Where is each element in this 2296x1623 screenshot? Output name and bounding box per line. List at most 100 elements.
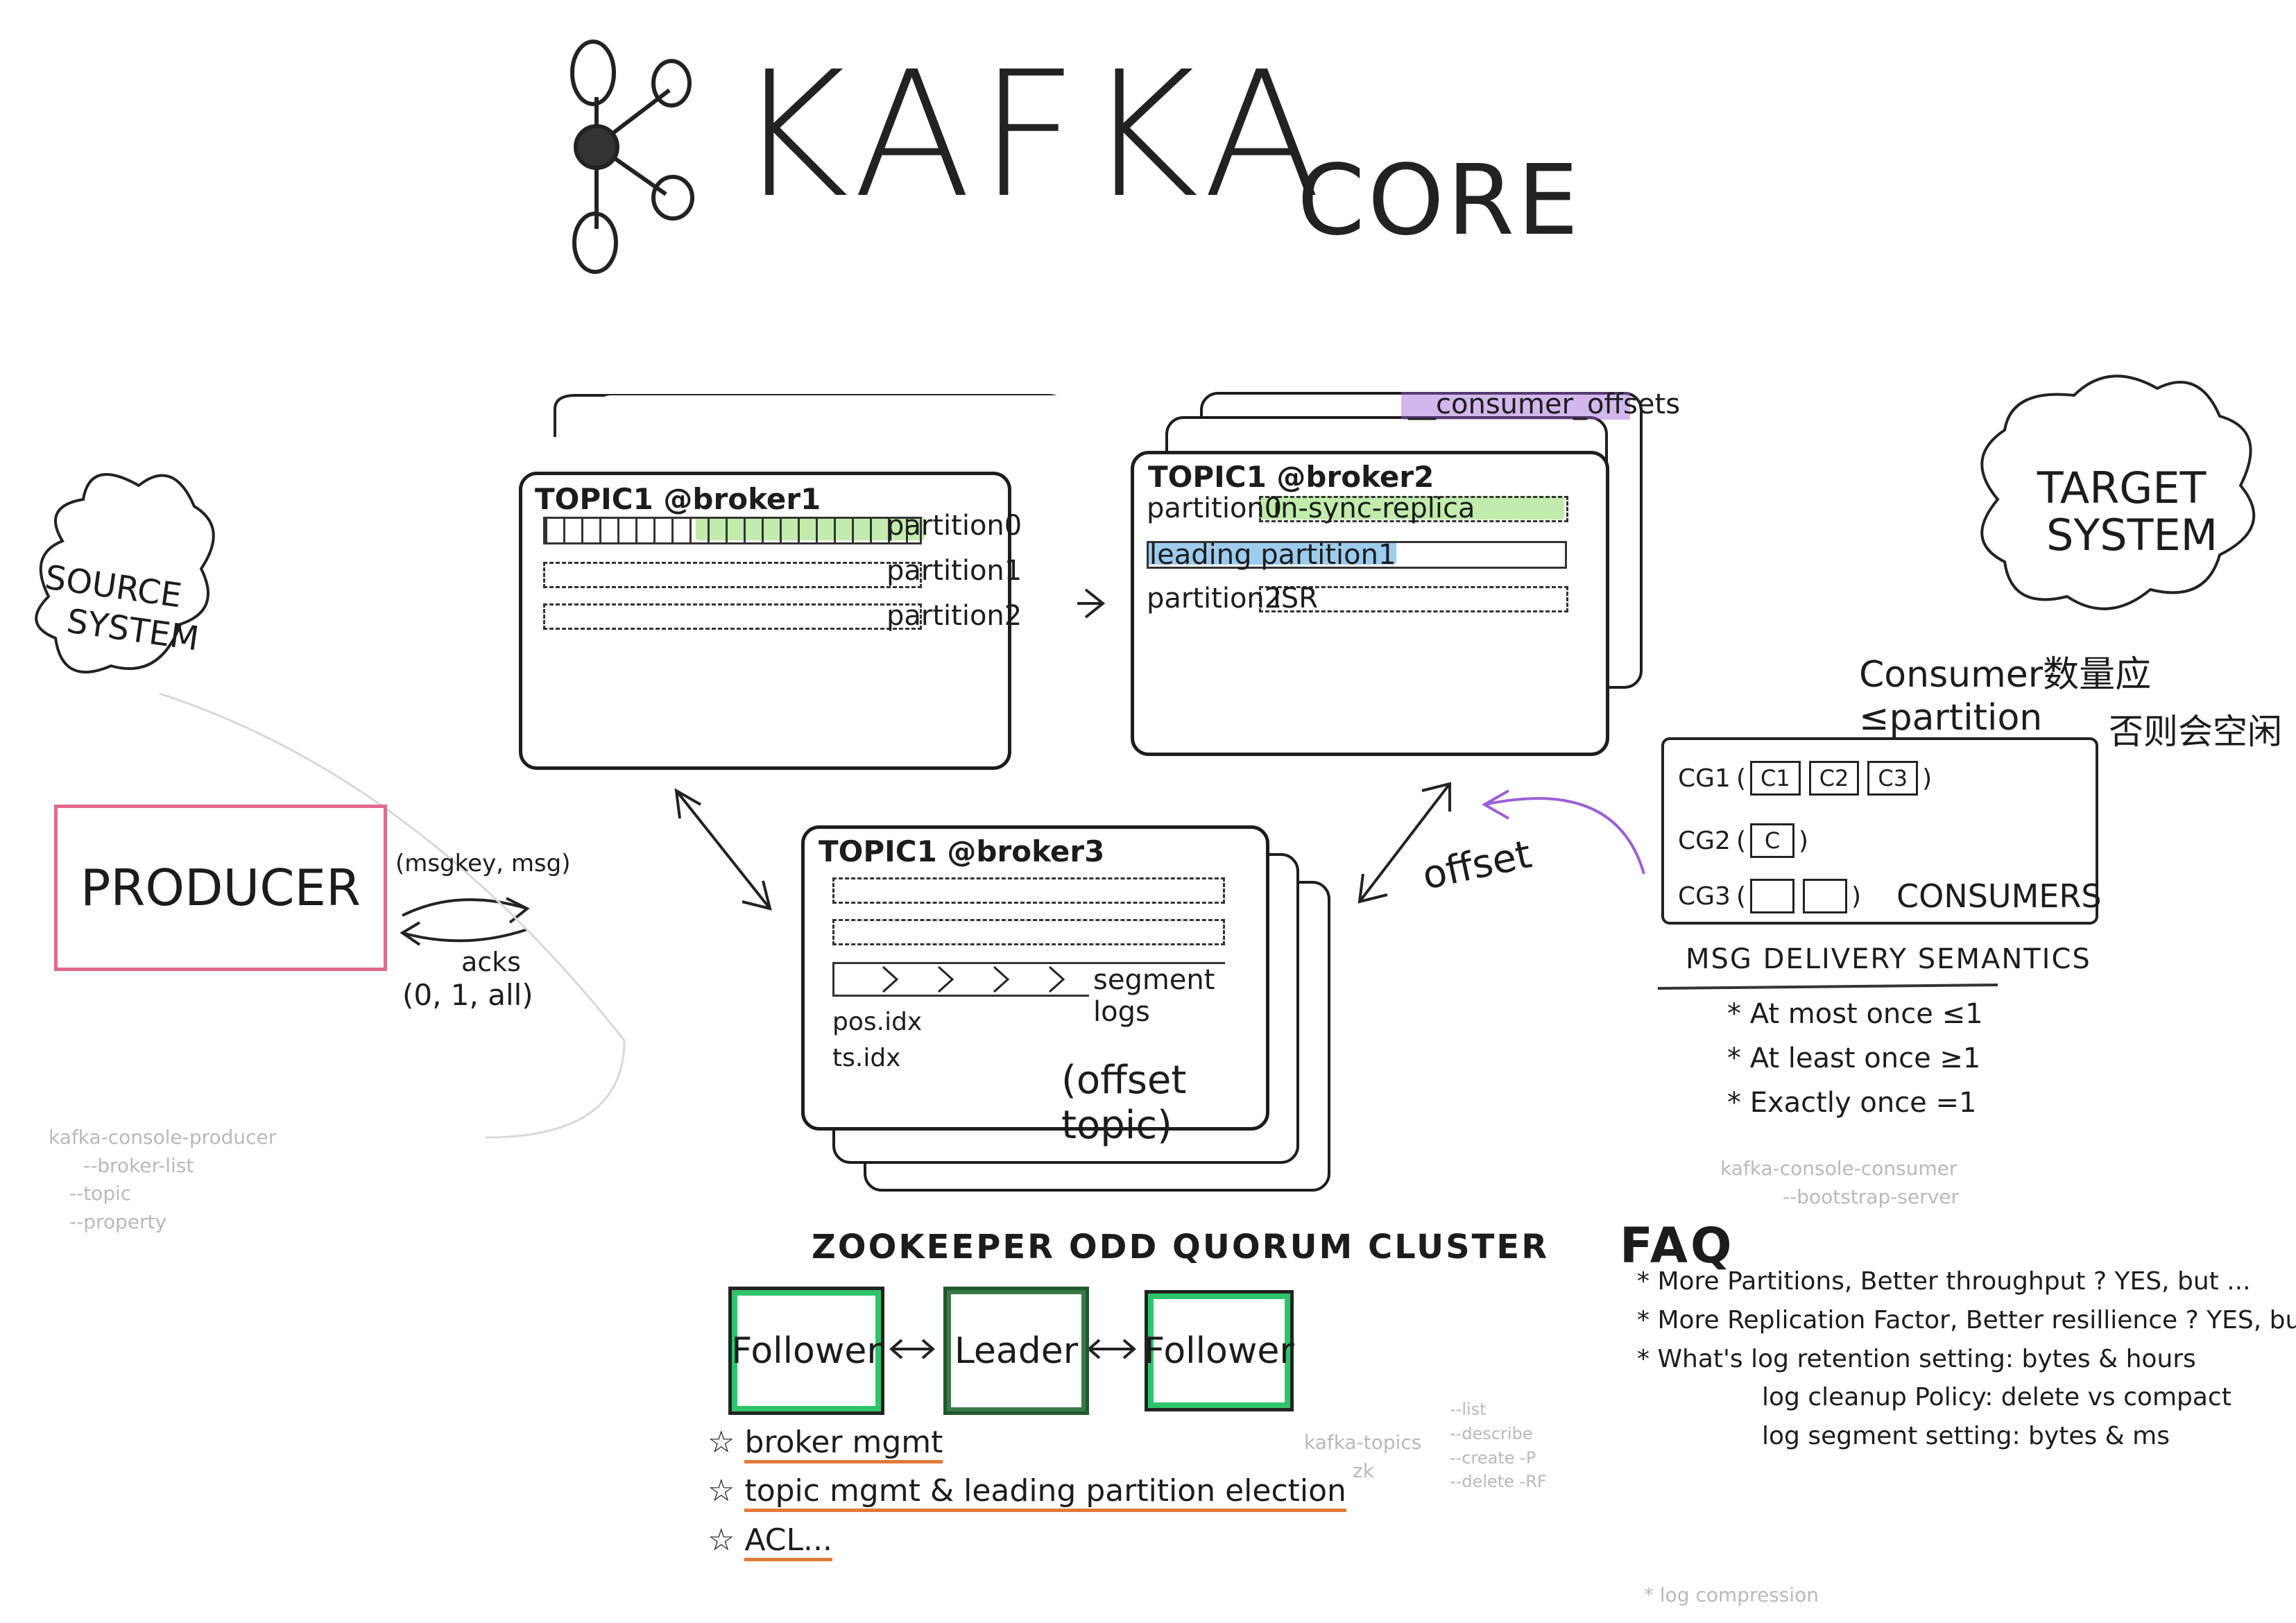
segment-logs-label: segment logs (1089, 964, 1266, 1028)
zk-follower-2: Follower (1144, 1290, 1294, 1411)
producer-msg: (msgkey, msg) (395, 850, 571, 877)
semantics-item-1: * At most once ≤1 (1727, 998, 1983, 1030)
broker1-partition0: partition0 (886, 510, 1022, 542)
faq-subitem-1: log cleanup Policy: delete vs compact (1762, 1383, 2231, 1412)
topics-cli-5: --delete -RF (1450, 1472, 1547, 1492)
producer-cli-4: --property (69, 1210, 167, 1233)
faq-title: FAQ (1620, 1217, 1735, 1274)
acks-values: (0, 1, all) (402, 978, 533, 1012)
kafka-logo-icon (570, 40, 694, 274)
zk-items: ☆ broker mgmt ☆ topic mgmt & leading par… (708, 1418, 1346, 1565)
zk-item-2: ☆ topic mgmt & leading partition electio… (708, 1467, 1346, 1515)
consumer-note-2: 否则会空闲 (2109, 712, 2282, 752)
faq-list: * More Partitions, Better throughput ? Y… (1637, 1262, 2296, 1456)
broker3-card: TOPIC1 @broker3 segment logs pos.idx ts.… (801, 825, 1269, 1148)
broker2-row1-label: leading partition1 (1149, 539, 1396, 571)
semantics-item-3: * Exactly once =1 (1727, 1087, 1977, 1119)
producer-cli-2: --broker-list (83, 1153, 194, 1177)
partition2-bar (543, 603, 922, 630)
broker1-partition1: partition1 (886, 555, 1022, 587)
semantics-title: MSG DELIVERY SEMANTICS (1686, 943, 2091, 975)
semantics-list: * At most once ≤1 * At least once ≥1 * E… (1727, 992, 1983, 1125)
cg3-row: CG3 ( ) (1678, 879, 1861, 913)
zk-follower-1-label: Follower (731, 1330, 882, 1372)
zk-item-3: ☆ ACL... (708, 1516, 1346, 1565)
source-system: SOURCE SYSTEM (37, 558, 207, 659)
topics-cli-4: --create -P (1450, 1448, 1536, 1468)
broker1-card: TOPIC1 @broker1 partition0 partition1 pa… (519, 472, 1022, 770)
cg3-c2 (1802, 879, 1847, 913)
faq-item-1: * More Partitions, Better throughput ? Y… (1637, 1267, 2251, 1296)
zk-item-3-text: ACL... (744, 1522, 832, 1561)
partition0-bar (543, 517, 922, 544)
broker2-row0-value: in-sync-replica (1273, 492, 1475, 524)
zk-follower-2-label: Follower (1144, 1330, 1294, 1372)
broker1-title: TOPIC1 @broker1 (535, 482, 821, 516)
producer-cli-notes: kafka-console-producer --broker-list --t… (49, 1124, 276, 1236)
broker1-partition2: partition2 (886, 600, 1022, 632)
cg1-row: CG1 ( C1 C2 C3 ) (1678, 761, 1932, 796)
consumer-cli-1: kafka-console-consumer (1720, 1157, 1957, 1180)
cg1-c2: C2 (1808, 761, 1860, 796)
page-subtitle: CORE (1297, 144, 1582, 257)
consumer-offsets-tag: __consumer_offsets (1408, 388, 1681, 420)
cg3-name: CG3 (1678, 882, 1731, 911)
broker2-row2-bar (1259, 586, 1568, 612)
zk-item-1-text: broker mgmt (744, 1425, 943, 1463)
target-label-2: SYSTEM (2046, 510, 2218, 561)
zk-leader-label: Leader (954, 1330, 1079, 1372)
cg1-name: CG1 (1678, 764, 1731, 793)
compress-note: * log compression (1644, 1583, 1819, 1606)
offset-label: offset (1418, 832, 1536, 899)
faq-subitem-2: log segment setting: bytes & ms (1762, 1422, 2170, 1451)
zk-cli: zk (1353, 1459, 1374, 1482)
target-system: TARGET SYSTEM (2025, 463, 2218, 561)
ts-idx: ts.idx (832, 1044, 901, 1072)
faq-item-2: * More Replication Factor, Better resill… (1637, 1305, 2296, 1334)
consumer-offsets-highlight (1401, 392, 1630, 420)
topics-cli-notes: kafka-topics zk (1304, 1429, 1421, 1485)
isr-highlight (1259, 496, 1564, 519)
target-label-1: TARGET (2037, 463, 2207, 513)
producer-label: PRODUCER (80, 859, 361, 917)
topics-cli-3: --describe (1450, 1423, 1533, 1443)
broker2-row0-bar (1259, 496, 1568, 522)
faq-item-3: * What's log retention setting: bytes & … (1637, 1344, 2196, 1373)
consumer-cli-notes: kafka-console-consumer --bootstrap-serve… (1720, 1155, 1959, 1211)
zk-leader: Leader (943, 1287, 1089, 1415)
pos-idx: pos.idx (832, 1008, 923, 1036)
broker3-title: TOPIC1 @broker3 (819, 834, 1105, 868)
consumers-box: CG1 ( C1 C2 C3 ) CG2 ( C ) CG3 ( ) CONSU… (1661, 737, 2102, 925)
cg2-c1: C (1749, 823, 1794, 858)
page-title: KAFKA (735, 34, 1328, 236)
topics-cli-options: --list --describe --create -P --delete -… (1450, 1398, 1547, 1494)
broker2-title: TOPIC1 @broker2 (1148, 460, 1434, 494)
broker2-row2-value: ISR (1273, 583, 1318, 615)
cg1-c3: C3 (1867, 761, 1919, 796)
leading-highlight (1147, 541, 1396, 565)
producer-cli-3: --topic (69, 1182, 132, 1205)
broker2-row1-bar (1147, 541, 1567, 569)
cg2-name: CG2 (1678, 826, 1731, 855)
cg1-c1: C1 (1749, 761, 1801, 796)
semantics-item-2: * At least once ≥1 (1727, 1042, 1981, 1074)
cg3-c1 (1749, 879, 1794, 913)
producer-box: PRODUCER (54, 805, 387, 971)
zookeeper-title: ZOOKEEPER ODD QUORUM CLUSTER (812, 1228, 1550, 1266)
topics-cli-2: --list (1450, 1400, 1487, 1419)
broker3-row0 (832, 877, 1225, 904)
broker2-row0-label: partition0 (1147, 492, 1283, 524)
broker2-row2-label: partition2 (1147, 583, 1283, 615)
producer-cli-1: kafka-console-producer (49, 1126, 277, 1149)
consumers-label: CONSUMERS (1896, 877, 2102, 915)
topics-cli-1: kafka-topics (1304, 1431, 1422, 1454)
zk-item-1: ☆ broker mgmt (708, 1418, 1346, 1467)
offset-topic-label: (offset topic) (1061, 1058, 1187, 1148)
consumer-cli-2: --bootstrap-server (1783, 1185, 1959, 1208)
broker3-row1 (832, 919, 1225, 945)
zk-item-2-text: topic mgmt & leading partition election (744, 1473, 1346, 1513)
partition1-bar (543, 562, 922, 588)
zk-follower-1: Follower (728, 1287, 884, 1415)
consumer-note-1: Consumer数量应≤partition (1859, 654, 2152, 739)
acks-label: acks (461, 947, 521, 977)
